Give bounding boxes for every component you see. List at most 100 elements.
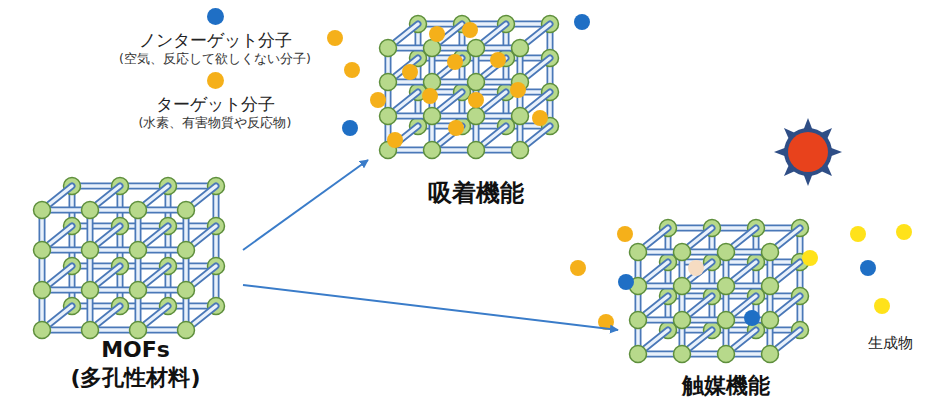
molecule-dot: [370, 92, 386, 108]
molecule-dot: [429, 26, 445, 42]
framework-figure: 触媒機能: [618, 214, 833, 400]
flow-arrow: [243, 160, 368, 250]
metal-node: [762, 346, 779, 363]
molecule-dot: [387, 132, 403, 148]
molecule-dot: [344, 62, 360, 78]
metal-node: [178, 322, 195, 339]
metal-node: [424, 108, 441, 125]
framework-bar-fill: [184, 210, 188, 330]
framework-bar: [42, 247, 186, 254]
figure-caption: (多孔性材料): [28, 364, 243, 392]
molecule-dot: [422, 88, 438, 104]
metal-node: [674, 312, 691, 329]
framework-bar: [459, 24, 466, 126]
framework-bar-fill: [42, 208, 186, 212]
molecule-dot: [688, 260, 704, 276]
framework-bar-fill: [388, 148, 520, 152]
framework-bar-fill: [418, 56, 550, 60]
framework-bar: [638, 249, 770, 256]
product-label: 生成物: [868, 334, 913, 353]
metal-node: [762, 278, 779, 295]
framework-bar: [668, 327, 800, 334]
molecule-dot: [327, 30, 343, 46]
framework-bar-fill: [638, 352, 770, 356]
framework-bar: [72, 263, 216, 270]
framework-bar-fill: [72, 224, 216, 228]
metal-node: [380, 74, 397, 91]
metal-node: [130, 322, 147, 339]
metal-node: [468, 40, 485, 57]
metal-node: [674, 278, 691, 295]
metal-node: [82, 242, 99, 259]
molecule-dot: [744, 310, 760, 326]
molecule-dot: [860, 260, 876, 276]
metal-node: [424, 74, 441, 91]
metal-node: [130, 202, 147, 219]
framework-bar-fill: [638, 250, 770, 254]
mof-lattice: [380, 16, 559, 159]
metal-node: [34, 282, 51, 299]
framework-bar-fill: [668, 294, 800, 298]
framework-bar-fill: [710, 228, 714, 330]
legend: ノンターゲット分子(空気、反応して欲しくない分子)ターゲット分子(水素、有害物質…: [105, 8, 325, 136]
framework-bar: [388, 113, 520, 120]
molecule-dot: [510, 82, 526, 98]
metal-node: [82, 202, 99, 219]
sun-rim: [784, 128, 832, 176]
metal-node: [178, 282, 195, 299]
legend-note: (空気、反応して欲しくない分子): [105, 51, 325, 68]
framework-bar: [668, 259, 800, 266]
molecule-dot: [850, 226, 866, 242]
metal-node: [424, 40, 441, 57]
metal-node: [512, 142, 529, 159]
framework-bar-fill: [388, 114, 520, 118]
metal-node: [424, 142, 441, 159]
metal-node: [674, 346, 691, 363]
framework-bar: [388, 147, 520, 154]
framework-bar: [547, 24, 554, 126]
framework-bar: [668, 293, 800, 300]
framework-bar-fill: [668, 328, 800, 332]
metal-node: [468, 108, 485, 125]
framework-bar-fill: [638, 284, 770, 288]
molecule-dot: [342, 120, 358, 136]
framework-bar: [39, 210, 46, 330]
framework-bar-fill: [518, 48, 522, 150]
metal-node: [630, 312, 647, 329]
molecule-dot: [447, 54, 463, 70]
framework-bar-fill: [72, 264, 216, 268]
legend-note: (水素、有害物質や反応物): [105, 115, 325, 132]
metal-node: [718, 278, 735, 295]
framework-bar-fill: [460, 24, 464, 126]
molecule-dot: [617, 226, 633, 242]
metal-node: [630, 346, 647, 363]
framework-bar: [42, 327, 186, 334]
framework-bar: [503, 24, 510, 126]
framework-bar-fill: [72, 184, 216, 188]
framework-bar: [135, 210, 142, 330]
framework-bar: [72, 303, 216, 310]
framework-bar: [72, 183, 216, 190]
framework-bar: [87, 210, 94, 330]
figure-caption: MOFs: [28, 336, 243, 364]
framework-bar-fill: [666, 228, 670, 330]
molecule-dot: [618, 274, 634, 290]
metal-node: [130, 242, 147, 259]
molecule-dot: [896, 224, 912, 240]
molecule-dot: [532, 110, 548, 126]
figure-caption: 触媒機能: [618, 372, 833, 400]
metal-node: [674, 244, 691, 261]
molecule-dot: [402, 64, 418, 80]
molecule-dot: [448, 120, 464, 136]
molecule-dot: [874, 298, 890, 314]
metal-node: [130, 282, 147, 299]
light-sun: [774, 118, 842, 186]
framework-bar-fill: [724, 252, 728, 354]
framework-bar-fill: [388, 46, 520, 50]
legend-label: ターゲット分子: [105, 93, 325, 115]
framework-bar-fill: [214, 186, 218, 306]
metal-node: [762, 312, 779, 329]
framework-bar: [418, 123, 550, 130]
framework-bar-fill: [72, 304, 216, 308]
